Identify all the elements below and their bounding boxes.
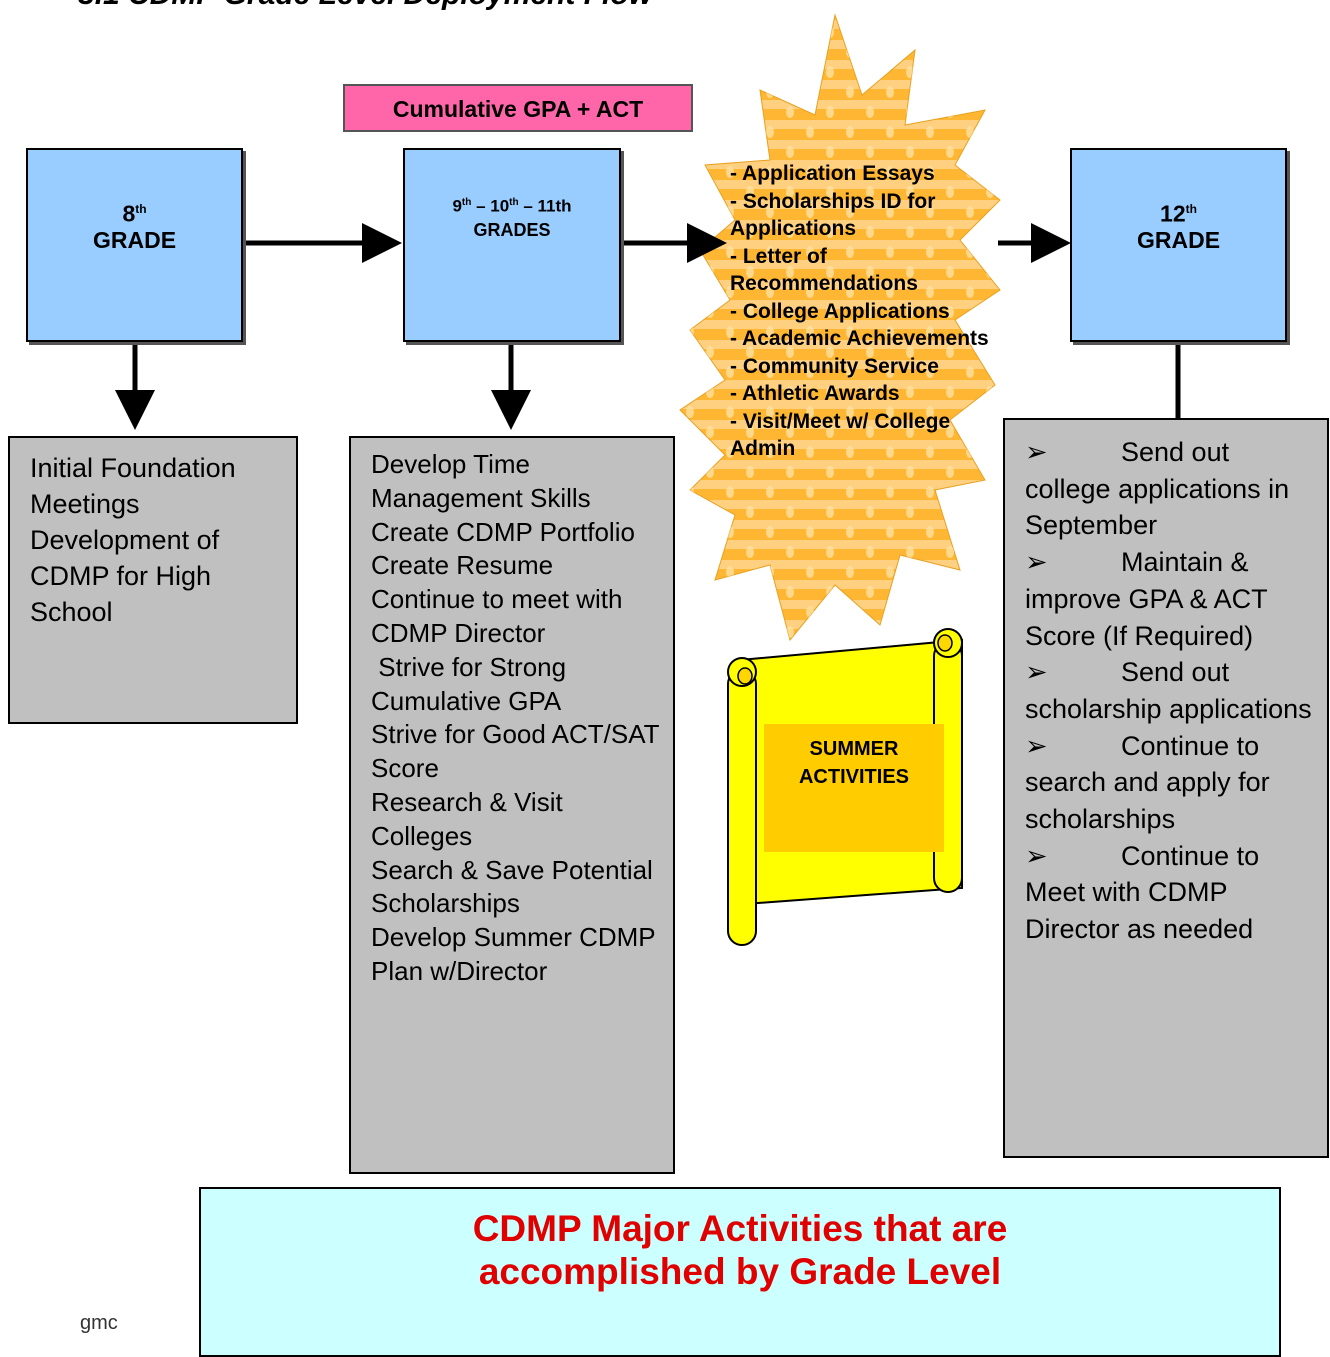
grade-8-sup: th (135, 202, 147, 216)
summary-line-2: accomplished by Grade Level (478, 1251, 1002, 1292)
activity-item: Research & Visit Colleges (371, 786, 570, 851)
grade-10-sup: th (509, 197, 519, 208)
activity-item: Strive for Good ACT/SAT Score (371, 719, 667, 784)
grade-12-activities-box: ➢Send out college applications in Septem… (1003, 418, 1329, 1158)
bullet-arrow-icon: ➢ (1025, 840, 1048, 871)
summer-activities-label: SUMMER ACTIVITIES (798, 738, 909, 788)
burst-item: - Athletic Awards (730, 382, 900, 405)
gpa-act-label: Cumulative GPA + ACT (343, 84, 693, 132)
grade-9-11-box: 9th – 10th – 11th GRADES (403, 148, 621, 342)
activity-text: Send out scholarship applications (1025, 657, 1312, 724)
grade-12-sup: th (1185, 202, 1197, 216)
activity-item: Search & Save Potential Scholarships (371, 854, 661, 919)
bullet-arrow-icon: ➢ (1025, 730, 1048, 761)
grade-10-number: – 10 (471, 196, 510, 216)
corner-initials: gmc (80, 1312, 118, 1334)
activity-text: Continue to search and apply for scholar… (1025, 730, 1285, 835)
burst-item: - Scholarships ID for Applications (730, 189, 936, 241)
activity-text: Send out college applications in Septemb… (1025, 437, 1297, 541)
activity-item: ➢Continue to search and apply for schola… (1025, 728, 1319, 838)
burst-item: - Community Service (730, 354, 939, 378)
activity-item: Develop Time Management Skills (371, 449, 591, 513)
activity-text: Maintain & improve GPA & ACT Score (If R… (1025, 547, 1275, 651)
grade-11-number: – 11th (518, 196, 572, 216)
burst-activity-list: - Application Essays - Scholarships ID f… (730, 160, 990, 463)
burst-item: - Academic Achievements (730, 327, 989, 350)
grade-8-label: GRADE (92, 226, 177, 253)
grade-9-number: 9 (452, 196, 462, 216)
activity-item: Create Resume (371, 550, 554, 581)
activity-item: Develop Summer CDMP Plan w/Director (371, 922, 663, 986)
activity-item: ➢Maintain & improve GPA & ACT Score (If … (1025, 544, 1319, 654)
grade-8-activities-box: Initial Foundation Meetings Development … (8, 436, 298, 724)
activities-burst (679, 13, 1001, 642)
grade-12-number: 12 (1160, 200, 1186, 227)
grade-8-box: 8th GRADE (26, 148, 243, 342)
activity-item: Strive for Strong Cumulative GPA (371, 651, 574, 716)
grade-8-number: 8 (122, 200, 136, 227)
grade-12-label: GRADE (1136, 226, 1221, 253)
grade-8-activities-text: Initial Foundation Meetings Development … (30, 453, 244, 627)
activity-item: Create CDMP Portfolio (371, 516, 635, 547)
grade-12-box: 12th GRADE (1070, 148, 1287, 342)
activity-item: ➢Send out college applications in Septem… (1025, 434, 1319, 544)
activity-item: ➢Send out scholarship applications (1025, 654, 1319, 727)
bullet-arrow-icon: ➢ (1025, 437, 1048, 467)
burst-item: - Letter of Recommendations (730, 244, 918, 296)
bullet-arrow-icon: ➢ (1025, 657, 1048, 688)
page-title: 3.1 CDMP Grade Level Deployment Flow (78, 0, 652, 12)
grade-9-11-activities-box: Develop Time Management Skills Create CD… (349, 436, 675, 1174)
burst-item: - College Applications (730, 299, 950, 323)
grade-9-sup: th (461, 197, 472, 208)
summary-box: CDMP Major Activities that are accomplis… (199, 1187, 1281, 1357)
burst-item: - Application Essays (730, 162, 935, 185)
burst-item: - Visit/Meet w/ College Admin (730, 409, 951, 461)
grade-9-11-label: GRADES (473, 219, 551, 240)
activity-item: Continue to meet with CDMP Director (371, 584, 630, 648)
summer-scroll (727, 628, 963, 946)
activity-item: ➢Continue to Meet with CDMP Director as … (1025, 838, 1319, 948)
bullet-arrow-icon: ➢ (1025, 547, 1048, 578)
activity-text: Continue to Meet with CDMP Director as n… (1025, 840, 1267, 945)
summary-line-1: CDMP Major Activities that are (472, 1208, 1008, 1249)
